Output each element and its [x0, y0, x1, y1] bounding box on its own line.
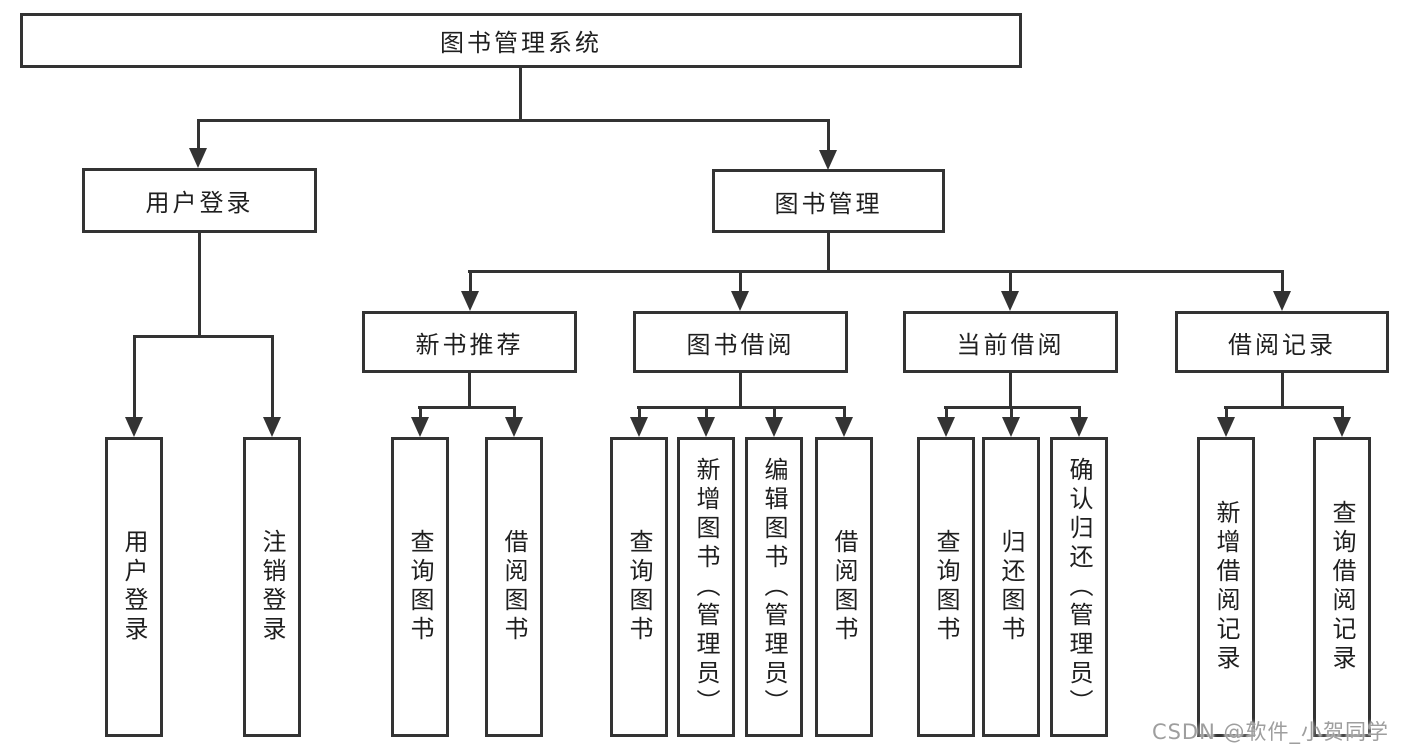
leaf-current-query-books: 查询图书: [917, 437, 975, 737]
arrowhead-down-icon: [1001, 291, 1019, 311]
leaf-label: 借阅图书: [830, 529, 858, 645]
connector-line: [133, 335, 274, 338]
leaf-newbook-query-books: 查询图书: [391, 437, 449, 737]
connector-line: [1225, 406, 1228, 419]
leaf-current-confirm-return-admin: 确认归还（管理员）: [1050, 437, 1108, 737]
arrowhead-down-icon: [765, 417, 783, 437]
leaf-label: 归还图书: [997, 529, 1025, 645]
connector-line: [419, 406, 422, 419]
leaf-label: 用户登录: [120, 529, 148, 645]
node-label: 图书借阅: [686, 330, 795, 359]
node-label: 图书管理: [774, 189, 883, 218]
arrowhead-down-icon: [1333, 417, 1351, 437]
connector-line: [197, 119, 200, 150]
connector-line: [638, 406, 641, 419]
connector-line: [945, 406, 948, 419]
leaf-label: 查询图书: [932, 529, 960, 645]
leaf-borrow-borrow-books: 借阅图书: [815, 437, 873, 737]
node-label: 借阅记录: [1228, 330, 1336, 359]
connector-line: [198, 231, 201, 337]
connector-line: [513, 406, 516, 419]
leaf-borrow-edit-books-admin: 编辑图书（管理员）: [745, 437, 803, 737]
node-current-borrow: 当前借阅: [903, 311, 1118, 373]
node-user-login: 用户登录: [82, 168, 317, 233]
leaf-label: 查询借阅记录: [1328, 500, 1356, 674]
connector-line: [519, 66, 522, 122]
leaf-label: 借阅图书: [500, 529, 528, 645]
connector-line: [739, 373, 742, 409]
leaf-newbook-borrow-books: 借阅图书: [485, 437, 543, 737]
leaf-label: 确认归还（管理员）: [1065, 456, 1093, 718]
connector-line: [469, 270, 472, 293]
leaf-label: 新增图书（管理员）: [692, 456, 720, 718]
arrowhead-down-icon: [1217, 417, 1235, 437]
connector-line: [1078, 406, 1081, 419]
arrowhead-down-icon: [1273, 291, 1291, 311]
arrowhead-down-icon: [505, 417, 523, 437]
leaf-current-return-books: 归还图书: [982, 437, 1040, 737]
connector-line: [1224, 406, 1344, 409]
connector-line: [468, 373, 471, 409]
connector-line: [637, 406, 846, 409]
connector-line: [705, 406, 708, 419]
connector-line: [468, 270, 1284, 273]
node-root-library-system: 图书管理系统: [20, 13, 1022, 68]
node-borrow-records: 借阅记录: [1175, 311, 1389, 373]
watermark-text: CSDN @软件_小贺同学: [1151, 720, 1389, 744]
connector-line: [271, 335, 274, 419]
leaf-label: 查询图书: [625, 529, 653, 645]
arrowhead-down-icon: [1002, 417, 1020, 437]
leaf-label: 编辑图书（管理员）: [760, 456, 788, 718]
leaf-logout: 注销登录: [243, 437, 301, 737]
connector-line: [1281, 270, 1284, 293]
connector-line: [843, 406, 846, 419]
node-book-management: 图书管理: [712, 169, 945, 233]
arrowhead-down-icon: [125, 417, 143, 437]
leaf-label: 注销登录: [258, 529, 286, 645]
arrowhead-down-icon: [835, 417, 853, 437]
node-label: 图书管理系统: [440, 29, 602, 57]
leaf-user-login: 用户登录: [105, 437, 163, 737]
leaf-label: 查询图书: [406, 529, 434, 645]
leaf-borrow-add-books-admin: 新增图书（管理员）: [677, 437, 735, 737]
connector-line: [1281, 373, 1284, 409]
connector-line: [1341, 406, 1344, 419]
arrowhead-down-icon: [461, 291, 479, 311]
connector-line: [739, 270, 742, 293]
arrowhead-down-icon: [731, 291, 749, 311]
leaf-borrow-query-books: 查询图书: [610, 437, 668, 737]
arrowhead-down-icon: [697, 417, 715, 437]
arrowhead-down-icon: [189, 148, 207, 168]
arrowhead-down-icon: [1070, 417, 1088, 437]
connector-line: [773, 406, 776, 419]
leaf-records-add-record: 新增借阅记录: [1197, 437, 1255, 737]
node-book-borrow: 图书借阅: [633, 311, 848, 373]
node-label: 用户登录: [145, 189, 254, 217]
connector-line: [827, 119, 830, 152]
node-label: 新书推荐: [415, 330, 524, 359]
arrowhead-down-icon: [411, 417, 429, 437]
leaf-records-query-record: 查询借阅记录: [1313, 437, 1371, 737]
arrowhead-down-icon: [937, 417, 955, 437]
connector-line: [827, 233, 830, 273]
leaf-label: 新增借阅记录: [1212, 500, 1240, 674]
connector-line: [197, 119, 830, 122]
connector-line: [133, 335, 136, 419]
connector-line: [418, 406, 516, 409]
node-new-book-recommend: 新书推荐: [362, 311, 577, 373]
connector-line: [1009, 373, 1012, 409]
arrowhead-down-icon: [630, 417, 648, 437]
connector-line: [1009, 270, 1012, 293]
connector-line: [1010, 406, 1013, 419]
arrowhead-down-icon: [263, 417, 281, 437]
arrowhead-down-icon: [819, 150, 837, 170]
node-label: 当前借阅: [956, 330, 1065, 359]
